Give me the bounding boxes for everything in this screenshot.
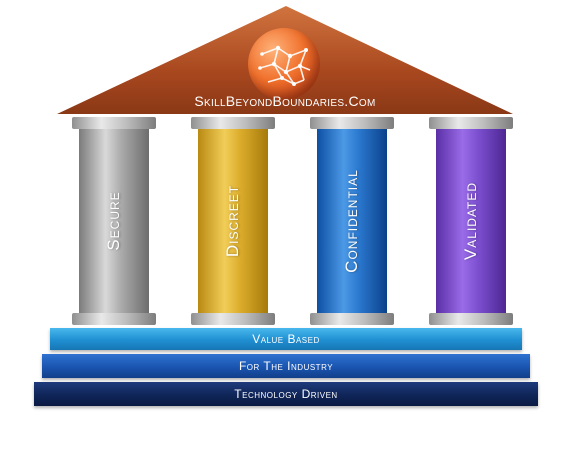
pillar-label: Secure [104,191,123,251]
pillar-capital [72,117,156,129]
pillar-capital [191,117,275,129]
pillar-secure: Secure [72,117,163,327]
pillar-shaft: Secure [79,129,149,313]
step-technology-driven: Technology Driven [34,382,538,406]
pillar-shaft: Validated [436,129,506,313]
circuit-globe-icon [248,28,320,100]
step-label: For The Industry [238,359,334,373]
site-name: SkillBeyondBoundaries.Com [194,93,376,109]
step-value-based: Value Based [50,328,522,350]
pillar-discreet: Discreet [191,117,282,327]
pillar-label: Discreet [223,184,242,258]
step-for-the-industry: For The Industry [42,354,530,378]
pillar-base [191,313,275,325]
pillar-validated: Validated [429,117,520,327]
pillar-label: Validated [461,181,480,261]
pillar-capital [429,117,513,129]
pillar-shaft: Discreet [198,129,268,313]
step-label: Value Based [252,332,320,346]
pillar-confidential: Confidential [310,117,401,327]
pillar-base [429,313,513,325]
pillar-capital [310,117,394,129]
pillar-shaft: Confidential [317,129,387,313]
pillar-base [72,313,156,325]
pillar-base [310,313,394,325]
pillar-label: Confidential [342,169,361,273]
step-label: Technology Driven [234,387,338,401]
